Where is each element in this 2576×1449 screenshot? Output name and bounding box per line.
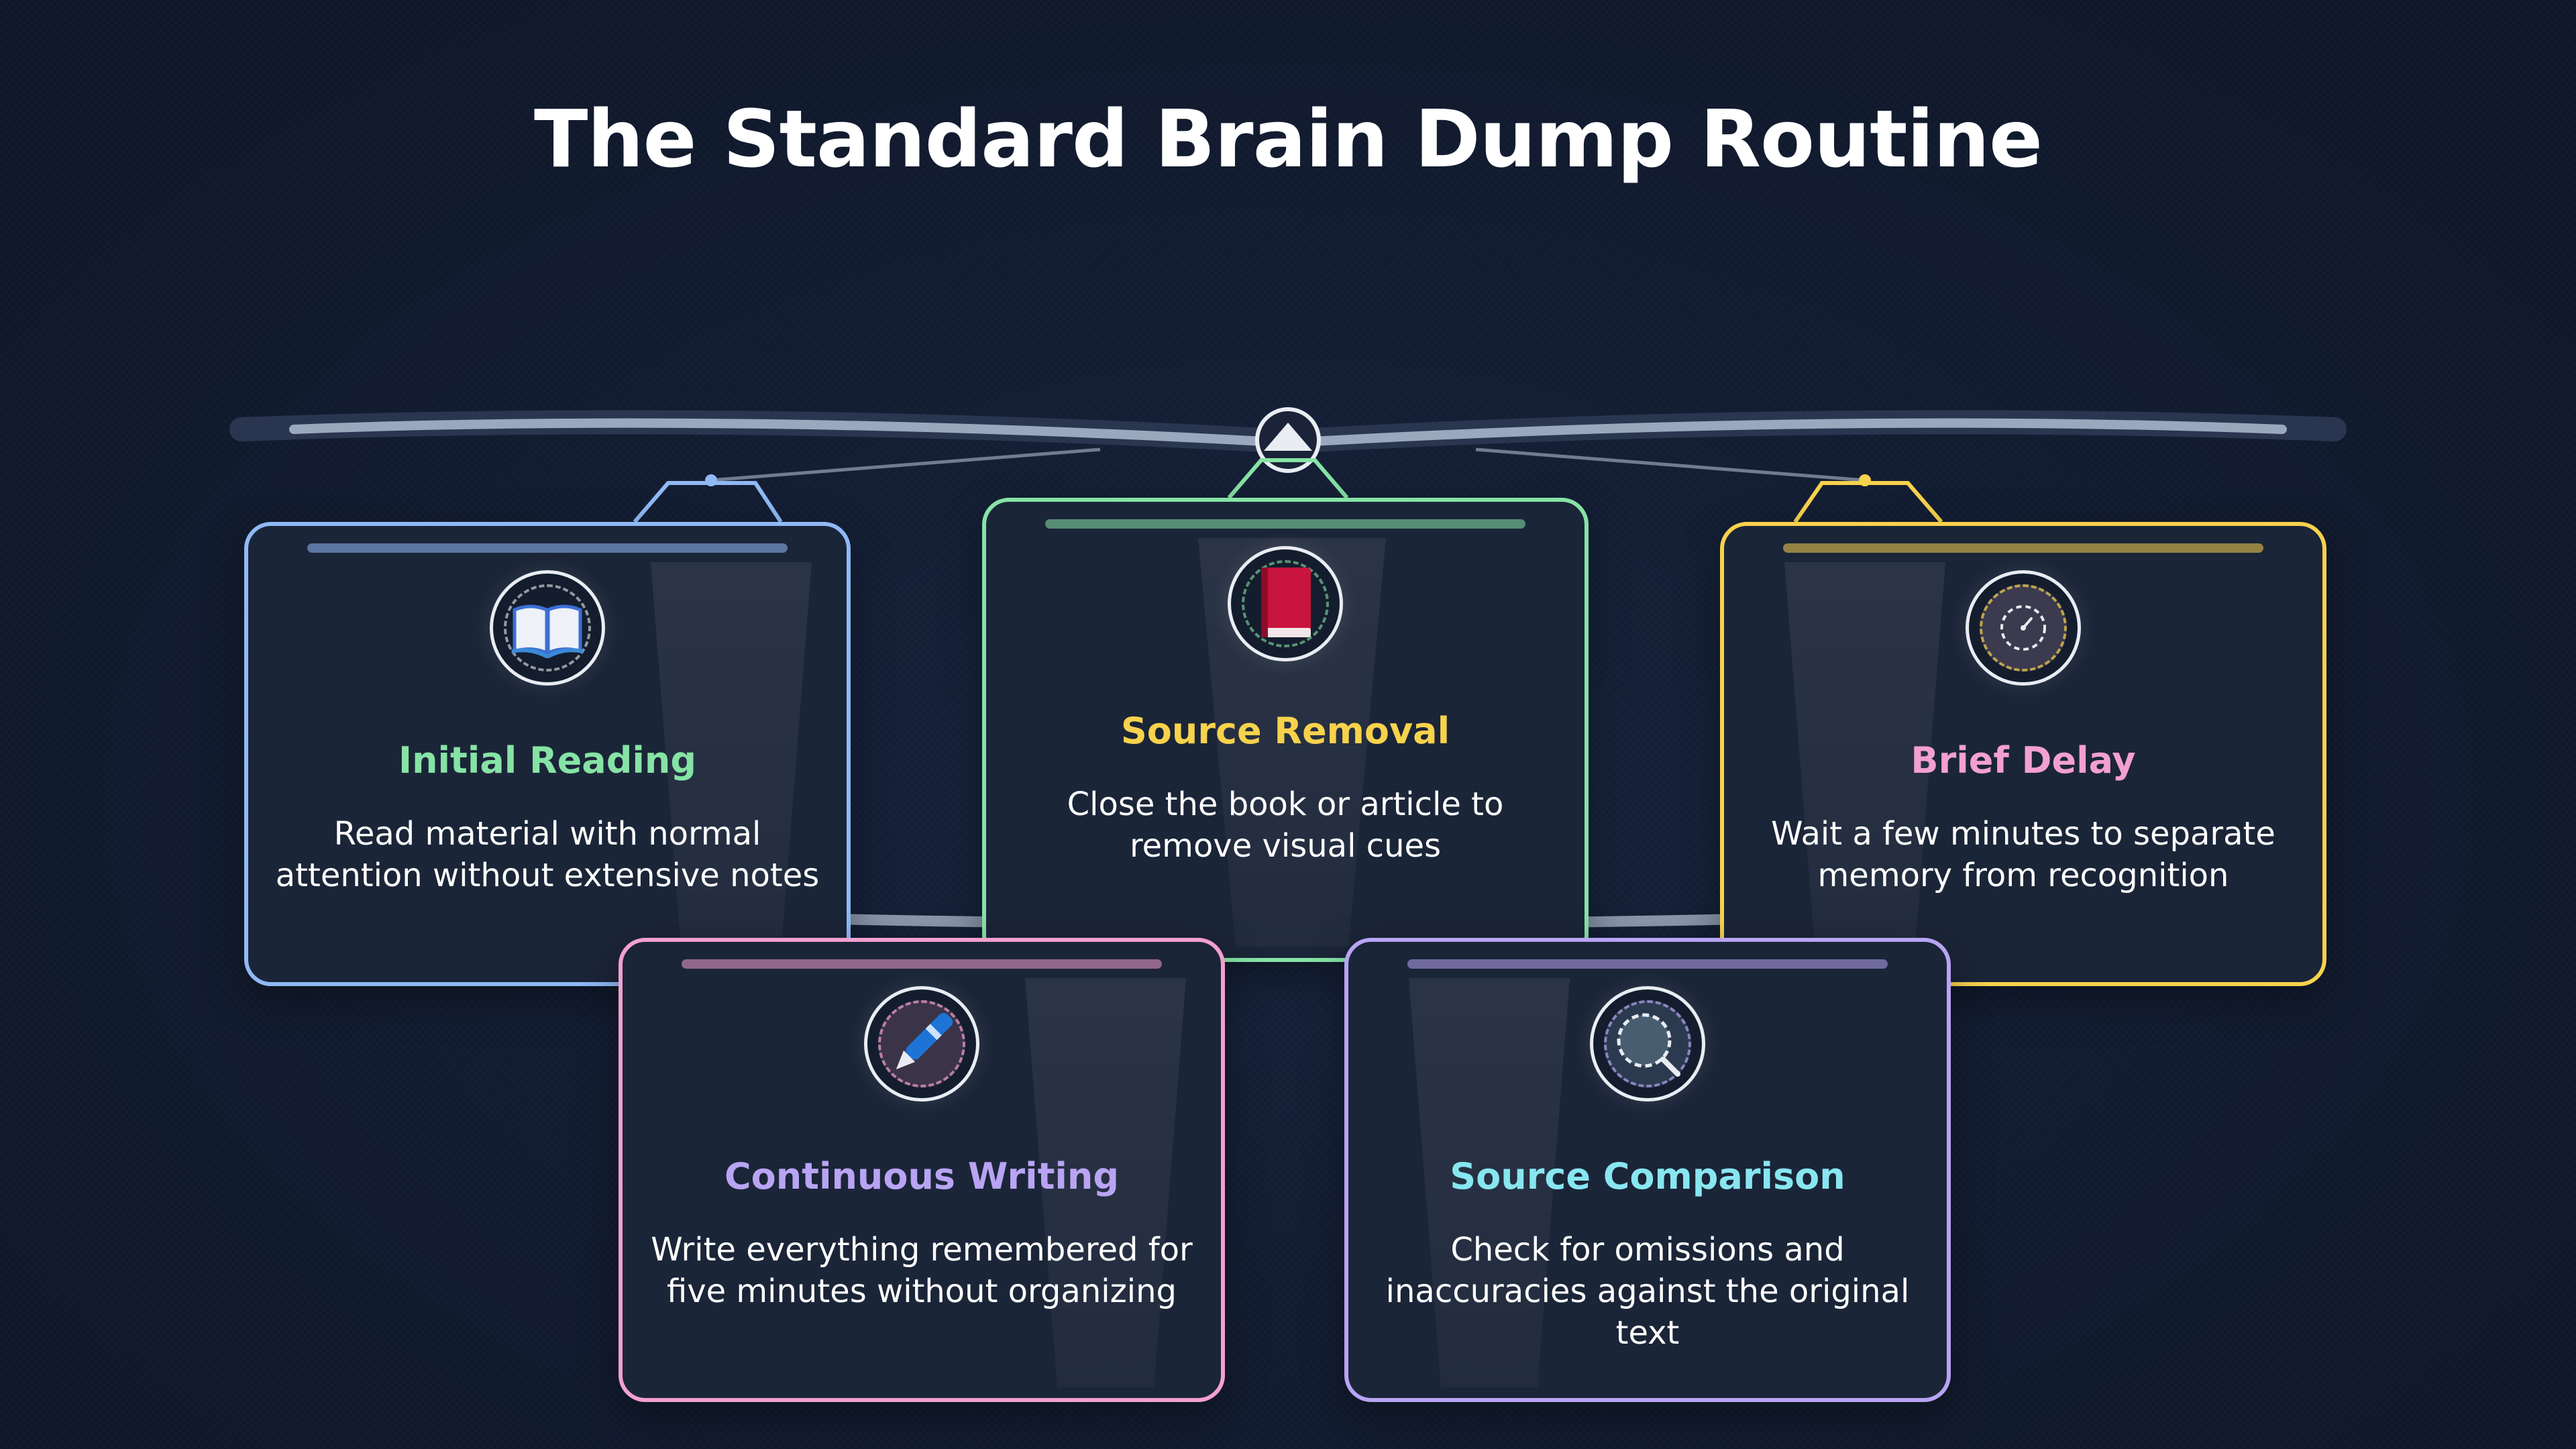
magnifier-icon (1590, 986, 1705, 1102)
step-card-continuous-writing: Continuous Writing Write everything reme… (619, 938, 1225, 1402)
card-top-bar (1783, 543, 2263, 553)
step-card-brief-delay: Brief Delay Wait a few minutes to separa… (1720, 522, 2326, 986)
step-title: Source Comparison (1450, 1155, 1845, 1197)
card-top-bar (682, 959, 1162, 969)
card-top-bar (1407, 959, 1888, 969)
hook-brief-delay (1793, 481, 1943, 523)
step-title: Continuous Writing (724, 1155, 1120, 1197)
step-title: Source Removal (1120, 710, 1450, 752)
right-string (1475, 447, 1866, 482)
closed-book-icon (1228, 546, 1343, 661)
pivot-triangle (1264, 423, 1312, 451)
hook-dot-brief-delay (1859, 474, 1871, 486)
page-title: The Standard Brain Dump Routine (533, 93, 2043, 185)
step-description: Check for omissions and inaccuracies aga… (1385, 1231, 1910, 1352)
step-card-source-removal: Source Removal Close the book or article… (982, 498, 1589, 962)
step-description: Read material with normal attention with… (275, 815, 820, 894)
step-description: Wait a few minutes to separate memory fr… (1771, 815, 2275, 894)
step-title: Brief Delay (1911, 739, 2136, 782)
timer-icon (1966, 570, 2081, 686)
card-top-bar (1045, 519, 1525, 529)
step-card-source-comparison: Source Comparison Check for omissions an… (1344, 938, 1951, 1402)
hook-dot-initial-reading (705, 474, 717, 486)
card-top-bar (307, 543, 788, 553)
hook-initial-reading (633, 481, 783, 523)
step-card-initial-reading: Initial Reading Read material with norma… (244, 522, 851, 986)
open-book-icon (490, 570, 605, 686)
step-description: Write everything remembered for five min… (651, 1231, 1193, 1310)
left-string (709, 447, 1101, 482)
pen-icon (864, 986, 979, 1102)
step-description: Close the book or article to remove visu… (1067, 786, 1504, 865)
step-title: Initial Reading (398, 739, 697, 782)
hook-source-removal (1227, 458, 1349, 499)
